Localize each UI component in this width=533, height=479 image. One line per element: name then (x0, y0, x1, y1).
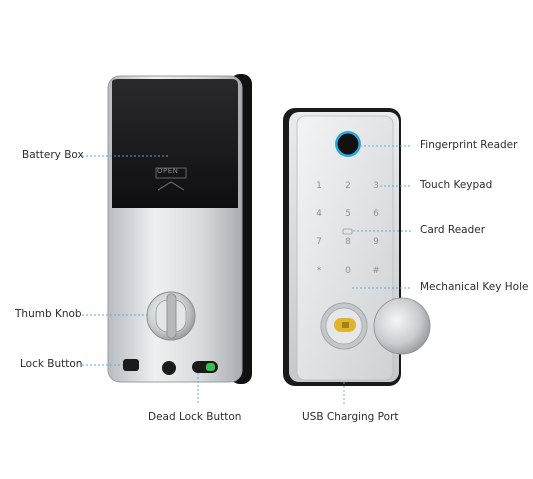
keypad-key[interactable]: 9 (373, 237, 379, 247)
battery-box (112, 79, 238, 208)
touch-keypad[interactable]: 1 2 3 4 5 6 7 8 9 * 0 # (316, 181, 380, 276)
battery-open-arrow-icon (157, 181, 185, 191)
keypad-key[interactable]: 6 (373, 209, 379, 219)
label-battery-box: Battery Box (22, 149, 84, 161)
label-thumb-knob: Thumb Knob (15, 308, 82, 320)
label-touch-keypad: Touch Keypad (420, 179, 493, 191)
keypad-key[interactable]: 5 (345, 209, 351, 219)
screw-cover (162, 361, 176, 375)
keypad-key[interactable]: 3 (373, 181, 379, 191)
label-usb-charging-port: USB Charging Port (302, 411, 399, 423)
label-dead-lock-button: Dead Lock Button (148, 411, 242, 423)
leader-lines (82, 145, 412, 405)
keypad-key[interactable]: 4 (316, 209, 322, 219)
interior-unit (107, 74, 252, 384)
thumb-knob[interactable] (146, 291, 196, 341)
keypad-key[interactable]: 2 (345, 181, 351, 191)
dead-lock-indicator (206, 363, 215, 371)
battery-open-label-frame (155, 167, 187, 179)
exterior-panel (296, 115, 394, 381)
label-fingerprint-reader: Fingerprint Reader (420, 139, 518, 151)
label-mechanical-key-hole: Mechanical Key Hole (420, 281, 529, 293)
keypad-key[interactable]: # (372, 266, 380, 276)
keypad-key[interactable]: 0 (345, 266, 351, 276)
thumb-knob-lever (166, 293, 177, 339)
label-card-reader: Card Reader (420, 224, 486, 236)
key-slot (342, 322, 349, 328)
battery-brand-mark: OPEN (157, 167, 179, 175)
keypad-key[interactable]: * (317, 266, 322, 276)
keypad-key[interactable]: 7 (316, 237, 322, 247)
lock-button[interactable] (123, 359, 139, 371)
fingerprint-reader[interactable] (337, 133, 359, 155)
keypad-key[interactable]: 8 (345, 237, 351, 247)
exterior-knob[interactable] (373, 297, 431, 355)
label-lock-button: Lock Button (20, 358, 83, 370)
exterior-unit: 1 2 3 4 5 6 7 8 9 * 0 # (283, 108, 431, 386)
card-reader-icon (342, 228, 353, 235)
keypad-key[interactable]: 1 (316, 181, 322, 191)
